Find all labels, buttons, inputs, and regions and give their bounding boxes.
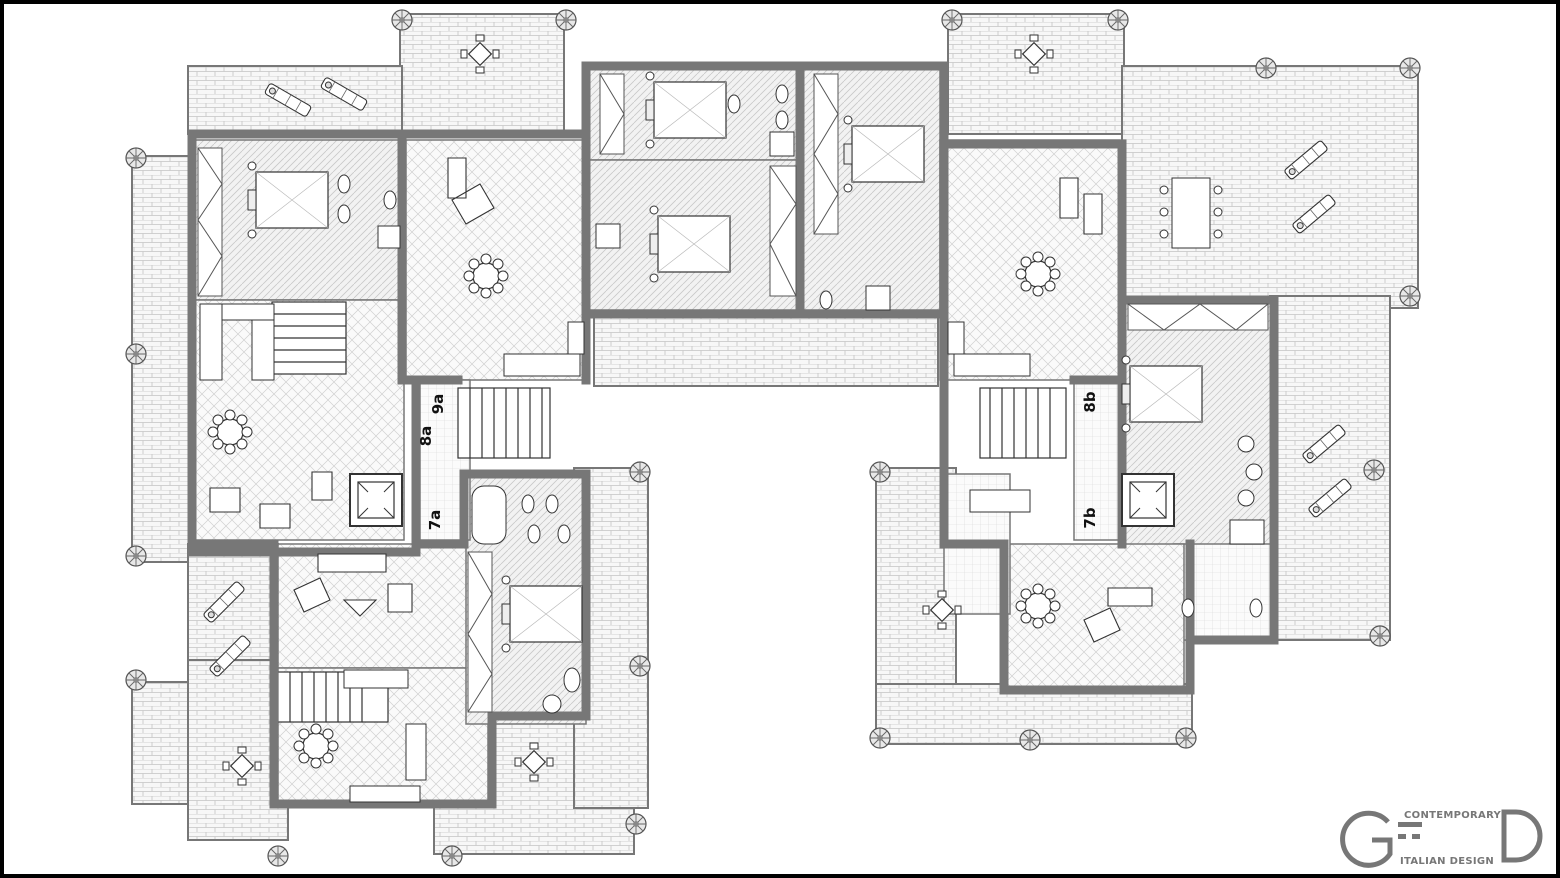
bathroom-fixtures [337, 84, 1265, 714]
walls [187, 61, 1279, 809]
logo-top-text: CONTEMPORARY [1404, 810, 1502, 821]
wardrobes [197, 73, 1269, 713]
long-dining-table [1159, 177, 1223, 249]
logo-bottom-text: ITALIAN DESIGN [1400, 856, 1494, 867]
stairs [271, 301, 1067, 723]
floor-plan-drawing: 8a 9a 7a 8b 7b CONTEMPORARY ITALIAN DESI… [125, 9, 1543, 868]
floor-plan-frame: 8a 9a 7a 8b 7b CONTEMPORARY ITALIAN DESI… [4, 4, 1556, 874]
sofas [209, 157, 1153, 643]
company-logo: CONTEMPORARY ITALIAN DESIGN [1340, 809, 1543, 868]
unit-label-9a: 9a [429, 394, 447, 415]
unit-label-8b: 8b [1081, 391, 1099, 412]
unit-label-7a: 7a [426, 510, 444, 531]
unit-label-8a: 8a [417, 426, 435, 447]
kitchens [199, 303, 1031, 803]
unit-labels: 8a 9a 7a 8b 7b [417, 391, 1099, 530]
unit-label-7b: 7b [1081, 507, 1099, 528]
